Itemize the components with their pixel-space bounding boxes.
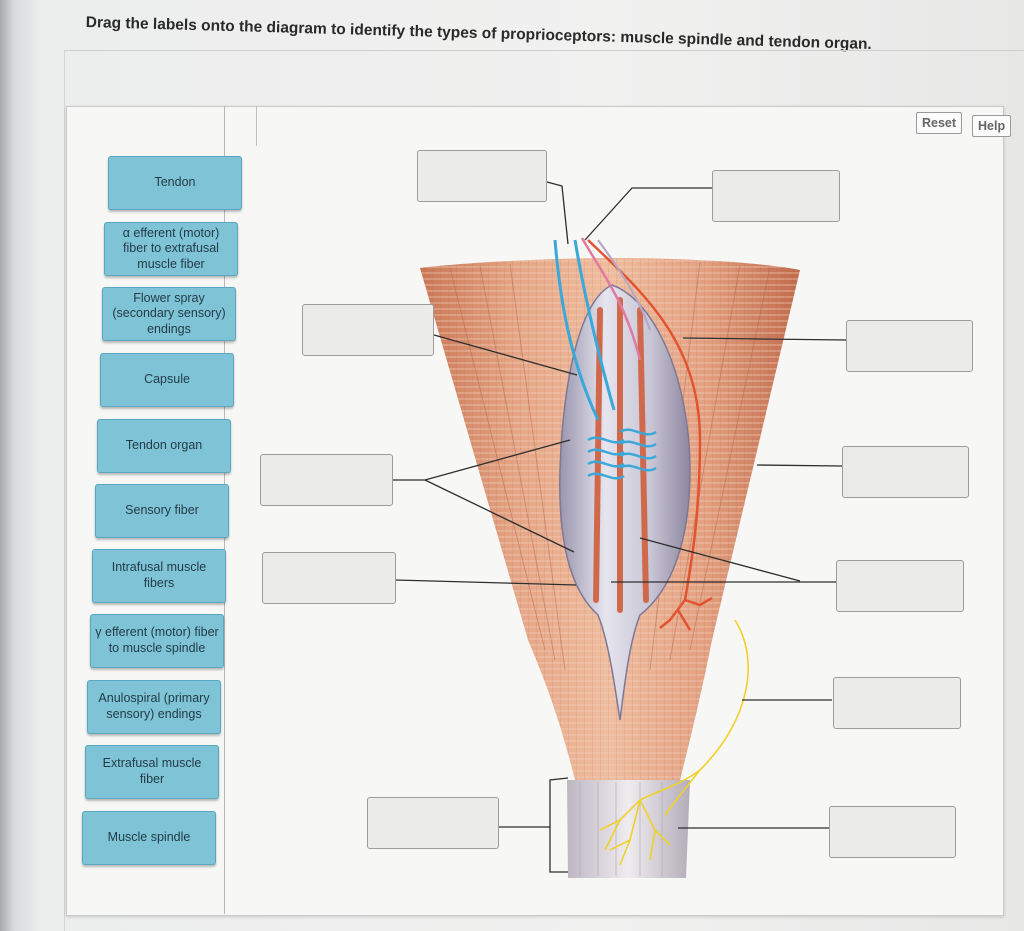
tendon-organ-endings	[599, 619, 749, 866]
drop-target-9[interactable]	[833, 677, 961, 729]
label-tendon[interactable]: Tendon	[108, 156, 242, 210]
drop-target-11[interactable]	[829, 806, 956, 858]
alpha-efferent-fiber	[587, 239, 713, 631]
drop-target-7[interactable]	[262, 552, 396, 604]
leader-lines	[392, 181, 847, 873]
label-extrafusal[interactable]: Extrafusal muscle fiber	[85, 745, 219, 799]
drop-target-1[interactable]	[417, 150, 547, 202]
drop-target-3[interactable]	[302, 304, 434, 356]
secondary-fiber	[597, 239, 652, 331]
question-frame	[64, 50, 1024, 931]
help-button[interactable]: Help	[972, 115, 1012, 137]
drop-target-6[interactable]	[842, 446, 969, 498]
reset-button[interactable]: Reset	[916, 112, 963, 134]
label-anulospiral[interactable]: Anulospiral (primary sensory) endings	[87, 680, 221, 734]
spindle-capsule	[559, 284, 691, 721]
drop-target-5[interactable]	[260, 454, 393, 506]
label-alpha-efferent[interactable]: α efferent (motor) fiber to extrafusal m…	[104, 222, 238, 276]
label-capsule[interactable]: Capsule	[100, 353, 234, 407]
label-intrafusal[interactable]: Intrafusal muscle fibers	[92, 549, 226, 603]
label-gamma-efferent[interactable]: γ efferent (motor) fiber to muscle spind…	[90, 614, 224, 668]
label-flower-spray[interactable]: Flower spray (secondary sensory) endings	[102, 287, 236, 341]
drop-target-10[interactable]	[367, 797, 499, 849]
drop-target-4[interactable]	[846, 320, 973, 372]
label-tendon-organ[interactable]: Tendon organ	[97, 419, 231, 473]
label-muscle-spindle[interactable]: Muscle spindle	[82, 811, 216, 865]
anulospiral-coils	[587, 428, 657, 480]
tendon-shape	[567, 780, 690, 878]
sensory-fibers-blue	[553, 239, 616, 421]
drop-target-8[interactable]	[836, 560, 964, 612]
gamma-efferent-fiber	[580, 237, 642, 361]
drop-target-2[interactable]	[712, 170, 840, 222]
label-sensory-fiber[interactable]: Sensory fiber	[95, 484, 229, 538]
